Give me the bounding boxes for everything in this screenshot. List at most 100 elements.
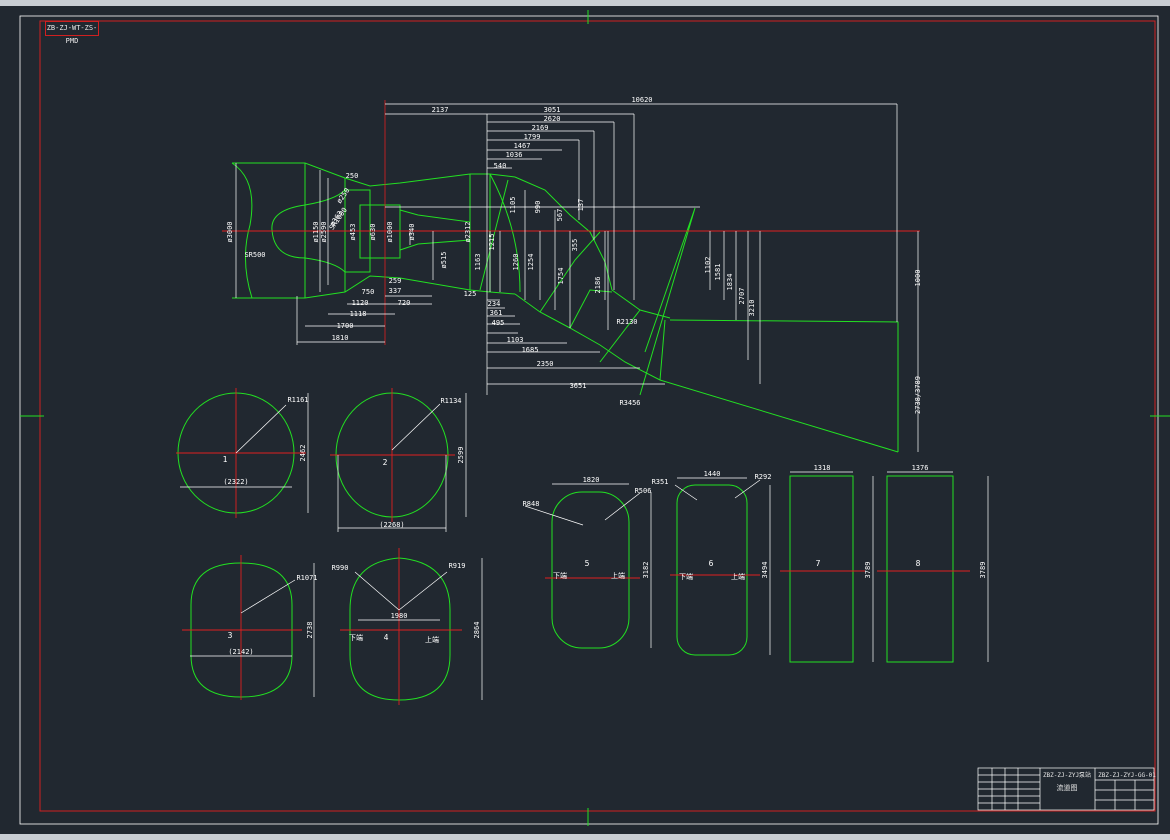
dimension-label: 2620 xyxy=(544,115,561,123)
dimension-label: ø515 xyxy=(440,252,448,269)
dimension-label: 361 xyxy=(490,309,503,317)
dimension-label: 1036 xyxy=(506,151,523,159)
dimension-label: (2142) xyxy=(228,648,253,656)
dimension-label: ø2312 xyxy=(464,221,472,242)
dimension-label: 1102 xyxy=(704,257,712,274)
dimension-label: 8 xyxy=(916,559,921,568)
dimension-label: 337 xyxy=(389,287,402,295)
section-4 xyxy=(349,557,451,701)
dimension-label: 2137 xyxy=(432,106,449,114)
dimension-label: 1799 xyxy=(524,133,541,141)
dimension-label: 125 xyxy=(464,290,477,298)
section-6 xyxy=(676,484,748,656)
dimension-label: R919 xyxy=(449,562,466,570)
bottom-ruler xyxy=(0,834,1170,840)
dimension-label: 1467 xyxy=(514,142,531,150)
dimension-label: 1980 xyxy=(391,612,408,620)
dimension-label: 2738 xyxy=(306,622,314,639)
dimension-lines xyxy=(235,103,919,452)
dimension-label: 1 xyxy=(223,455,228,464)
dimension-label: ø2590 xyxy=(320,221,328,242)
dimension-label: 2599 xyxy=(457,447,465,464)
top-ruler xyxy=(0,0,1170,6)
section-5 xyxy=(551,491,630,649)
section-8 xyxy=(886,475,954,663)
dimension-label: 上端 xyxy=(611,571,625,580)
dimension-label: 2350 xyxy=(537,360,554,368)
dimension-label: 1254 xyxy=(527,254,535,271)
dimension-label: 7 xyxy=(816,559,821,568)
sheet-code: ZB-ZJ-WT-ZS-PMD xyxy=(45,21,99,45)
dimension-label: ø1150 xyxy=(312,221,320,242)
dimension-label: 1440 xyxy=(704,470,721,478)
dimension-label: 3 xyxy=(228,631,233,640)
title-block-drawing-name: 流道图 xyxy=(1056,784,1078,792)
title-block-project: ZBZ-ZJ-ZYJ泵站 xyxy=(1042,772,1092,779)
dimension-label: 1376 xyxy=(912,464,929,472)
dimension-label: 2186 xyxy=(594,277,602,294)
dimension-label: 3651 xyxy=(570,382,587,390)
outer-frame xyxy=(19,15,1159,825)
section-outlines xyxy=(177,392,954,701)
dimension-label: R848 xyxy=(523,500,540,508)
dimension-label: 750 xyxy=(362,288,375,296)
dimension-label: 137 xyxy=(577,199,585,212)
dimension-label: 1215 xyxy=(488,234,496,251)
dimension-label: R990 xyxy=(332,564,349,572)
dimension-label: R506 xyxy=(635,487,652,495)
dimension-label: (2322) xyxy=(223,478,248,486)
main-profile xyxy=(231,162,899,453)
dimension-label: 3789 xyxy=(864,562,872,579)
inner-frame xyxy=(39,20,1156,812)
dimension-label: 1103 xyxy=(507,336,524,344)
dimension-label: 3182 xyxy=(642,562,650,579)
dimension-label: 上端 xyxy=(731,572,745,581)
dimension-label: 540 xyxy=(494,162,507,170)
dimension-label: 1820 xyxy=(583,476,600,484)
dimension-label: 下端 xyxy=(679,572,693,581)
dimension-label: 1754 xyxy=(557,268,565,285)
dimension-label: ø453 xyxy=(349,224,357,241)
dimension-label: 3210 xyxy=(748,300,756,317)
dimension-label: 1700 xyxy=(337,322,354,330)
dimension-label: 1260 xyxy=(512,254,520,271)
dimension-label: (2268) xyxy=(379,521,404,529)
dimension-label: R1071 xyxy=(296,574,317,582)
dimension-label: 2707 xyxy=(738,288,746,305)
section-centerlines xyxy=(176,388,970,705)
dimension-label: 3494 xyxy=(761,562,769,579)
dimension-label: 1581 xyxy=(714,264,722,281)
dimension-label: 下端 xyxy=(553,571,567,580)
dimension-label: 2864 xyxy=(473,622,481,639)
dimension-label: 1000 xyxy=(914,270,922,287)
dimension-label: 1163 xyxy=(474,254,482,271)
dimension-label: 234 xyxy=(488,300,501,308)
dimension-label: 2462 xyxy=(299,445,307,462)
dimension-label: R1134 xyxy=(440,397,461,405)
dimension-label: 1318 xyxy=(814,464,831,472)
dimension-label: 上端 xyxy=(425,635,439,644)
title-block xyxy=(977,767,1155,811)
dimension-label: ø630 xyxy=(369,224,377,241)
dimension-label: 1120 xyxy=(352,299,369,307)
dimension-label: 495 xyxy=(492,319,505,327)
dimension-label: 5 xyxy=(585,559,590,568)
dimension-label: 1685 xyxy=(522,346,539,354)
dimension-label: 355 xyxy=(571,239,579,252)
dimension-label: 2738/3789 xyxy=(914,376,922,414)
dimension-label: ø3000 xyxy=(226,221,234,242)
dimension-label: 2169 xyxy=(532,124,549,132)
dimension-label: 1834 xyxy=(726,274,734,291)
section-dim-lines xyxy=(180,393,989,700)
dimension-label: 567 xyxy=(556,209,564,222)
dimension-label: 3789 xyxy=(979,562,987,579)
dimension-label: R2130 xyxy=(616,318,637,326)
dimension-label: 259 xyxy=(389,277,402,285)
dimension-label: 1810 xyxy=(332,334,349,342)
dimension-label: 250 xyxy=(346,172,359,180)
dimension-label: SR500 xyxy=(244,251,265,259)
dimension-label: R1161 xyxy=(287,396,308,404)
dimension-label: 990 xyxy=(534,201,542,214)
